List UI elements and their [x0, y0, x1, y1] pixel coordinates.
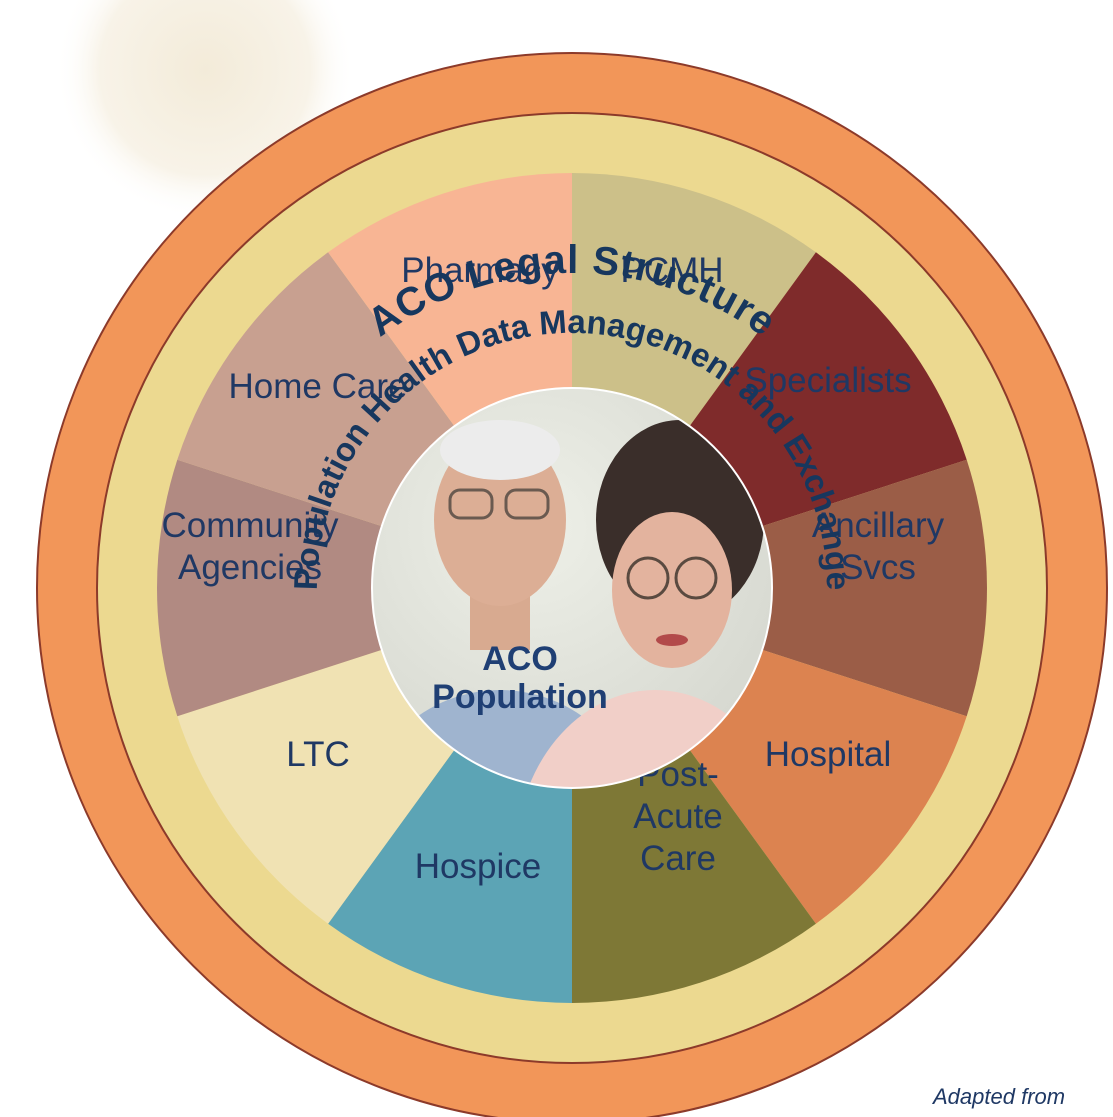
sector-label: Home Care [229, 367, 408, 406]
sector-labels: PCMHSpecialistsAncillarySvcsHospitalPost… [162, 251, 945, 886]
sector-community-agencies [157, 459, 572, 717]
center-label-line1: ACO [482, 640, 558, 678]
sector-label: Agencies [178, 548, 322, 587]
sector-label: Specialists [744, 361, 911, 400]
sector-label: Community [162, 506, 339, 545]
center-photo-border [371, 387, 773, 789]
sector-label: Hospice [415, 847, 541, 886]
sector-label: Pharmacy [401, 251, 559, 290]
sector-label: Care [640, 839, 716, 878]
center-label-line2: Population [432, 678, 608, 716]
sector-ancillary-svcs [572, 459, 987, 717]
sector-label: Hospital [765, 735, 891, 774]
sector-label: Ancillary [812, 506, 945, 545]
sector-label: Acute [633, 797, 723, 836]
sector-label: PCMH [620, 251, 723, 290]
sector-label: Svcs [840, 548, 916, 587]
credit-note: Adapted from [933, 1084, 1066, 1109]
sector-label: LTC [286, 735, 350, 774]
